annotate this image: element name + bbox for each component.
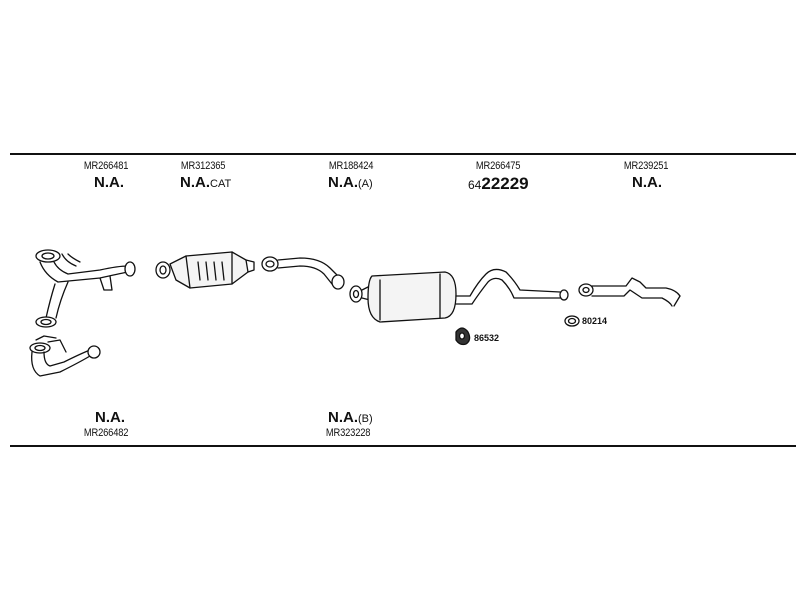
part-number-mr312365: MR312365 [180, 160, 226, 172]
tail-pipe [578, 277, 681, 307]
variant-suffix-b: (B) [358, 413, 373, 425]
hanger-part-number: 86532 [474, 333, 500, 343]
part-number-mr266482: MR266482 [83, 427, 129, 439]
connector-pipe [261, 256, 345, 290]
main-muffler [349, 268, 569, 323]
status-label-7: N.A.(B) [328, 409, 373, 426]
status-label-2: N.A.CAT [180, 174, 232, 191]
part-number-mr239251: MR239251 [623, 160, 669, 172]
top-divider [10, 153, 796, 155]
ring-gasket [564, 315, 580, 327]
part-number-mr266475: MR266475 [475, 160, 521, 172]
lower-front-pipe [29, 335, 101, 377]
catalytic-converter [155, 251, 255, 289]
status-label-4: 6422229 [468, 174, 529, 193]
rubber-hanger [455, 327, 471, 346]
front-y-pipe [35, 249, 136, 328]
status-label-6: N.A. [95, 409, 125, 426]
status-label-5: N.A. [632, 174, 662, 191]
bottom-divider [10, 445, 796, 447]
gasket-part-number: 80214 [582, 316, 608, 326]
number-prefix: 64 [468, 178, 482, 192]
catalyst-suffix: CAT [210, 178, 232, 190]
status-label-3: N.A.(A) [328, 174, 373, 191]
part-number-mr188424: MR188424 [328, 160, 374, 172]
part-number-mr323228: MR323228 [325, 427, 371, 439]
part-number-mr266481: MR266481 [83, 160, 129, 172]
variant-suffix-a: (A) [358, 178, 373, 190]
status-label-1: N.A. [94, 174, 124, 191]
